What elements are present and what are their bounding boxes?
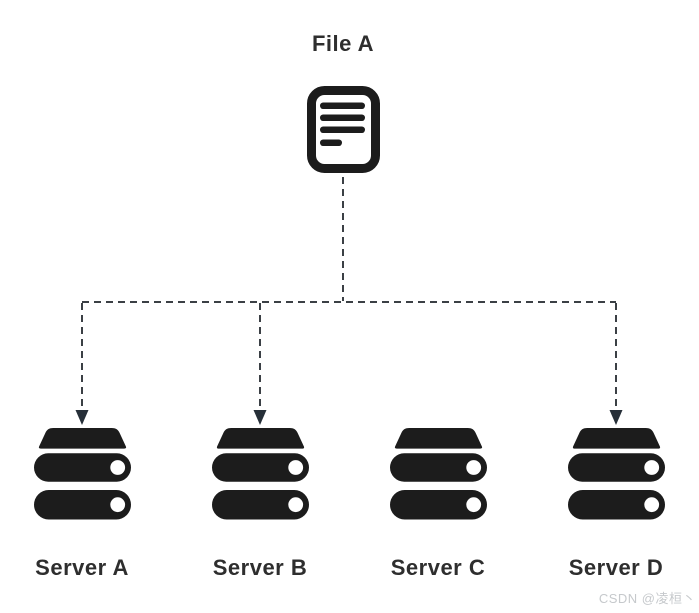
server-node-b: Server B	[180, 427, 340, 581]
watermark: CSDN @凌桓丶	[598, 591, 696, 606]
server-node-a: Server A	[2, 427, 162, 581]
server-node-label: Server C	[390, 555, 486, 580]
server-icon	[211, 428, 309, 520]
server-icon	[567, 428, 665, 520]
arrowhead-server-a	[75, 410, 89, 425]
server-node-label: Server A	[35, 555, 129, 580]
server-icon	[33, 428, 131, 520]
server-node-label: Server D	[568, 555, 664, 580]
server-icon	[389, 428, 487, 520]
document-icon-svg	[307, 86, 380, 173]
file-node-label: File A	[311, 31, 375, 56]
arrowhead-server-d	[609, 410, 623, 425]
document-icon	[307, 86, 380, 173]
server-node-label: Server B	[212, 555, 308, 580]
server-node-d: Server D	[536, 427, 696, 581]
server-node-c: Server C	[358, 427, 518, 581]
arrowhead-server-b	[253, 410, 267, 425]
